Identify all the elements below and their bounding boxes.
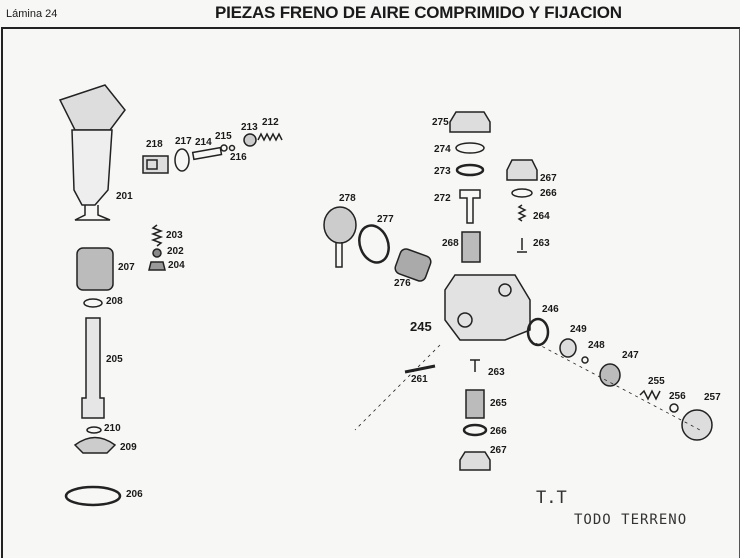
filter-276 xyxy=(394,248,432,282)
part-label: 263 xyxy=(488,367,505,378)
part-label: 209 xyxy=(120,442,137,453)
valve-263b xyxy=(470,359,480,372)
pin-214 xyxy=(191,146,223,161)
ring-274 xyxy=(455,142,485,154)
cap-257 xyxy=(681,409,713,441)
part-label: 278 xyxy=(339,193,356,204)
ring-266 xyxy=(511,188,533,198)
washer-216 xyxy=(228,144,236,152)
part-label: 274 xyxy=(434,144,451,155)
part-label: 261 xyxy=(411,374,428,385)
piston-272 xyxy=(459,189,481,224)
part-label: 205 xyxy=(106,354,123,365)
ring-246 xyxy=(526,317,550,347)
ring-273 xyxy=(455,163,485,177)
spring-264 xyxy=(517,204,527,222)
part-label: 264 xyxy=(533,211,550,222)
spring-255 xyxy=(639,389,661,401)
part-label: 276 xyxy=(394,278,411,289)
part-label: 257 xyxy=(704,392,721,403)
stamp-full: TODO TERRENO xyxy=(574,512,688,528)
oring-217 xyxy=(174,148,190,172)
part-label: 212 xyxy=(262,117,279,128)
part-label: 247 xyxy=(622,350,639,361)
part-label: 275 xyxy=(432,117,449,128)
part-label: 246 xyxy=(542,304,559,315)
part-label: 204 xyxy=(168,260,185,271)
part-label: 272 xyxy=(434,193,451,204)
valve-263 xyxy=(517,238,527,253)
washer-210 xyxy=(86,426,102,434)
part-label: 245 xyxy=(410,319,432,334)
filter-body-201 xyxy=(58,84,126,221)
part-label: 201 xyxy=(116,191,133,202)
part-label: 266 xyxy=(540,188,557,199)
part-label: 249 xyxy=(570,324,587,335)
spring-265 xyxy=(465,389,485,419)
spring-212 xyxy=(257,132,283,142)
part-label: 273 xyxy=(434,166,451,177)
part-label: 216 xyxy=(230,152,247,163)
part-label: 214 xyxy=(195,137,212,148)
plug-267b xyxy=(459,451,491,471)
part-label: 210 xyxy=(104,423,121,434)
part-label: 268 xyxy=(442,238,459,249)
part-label: 203 xyxy=(166,230,183,241)
part-label: 267 xyxy=(540,173,557,184)
part-label: 266 xyxy=(490,426,507,437)
part-label: 265 xyxy=(490,398,507,409)
part-label: 217 xyxy=(175,136,192,147)
piston-247 xyxy=(599,363,621,387)
part-label: 215 xyxy=(215,131,232,142)
wing-nut-209 xyxy=(73,436,117,454)
page-title: PIEZAS FRENO DE AIRE COMPRIMIDO Y FIJACI… xyxy=(215,3,622,22)
part-label: 263 xyxy=(533,238,550,249)
plug-267 xyxy=(506,159,538,181)
washer-215 xyxy=(220,144,228,152)
assembly-guide-lines xyxy=(354,339,701,431)
part-label: 213 xyxy=(241,122,258,133)
part-label: 206 xyxy=(126,489,143,500)
part-label: 277 xyxy=(377,214,394,225)
stamp-short: T.T xyxy=(536,488,567,508)
fitting-218 xyxy=(142,155,169,174)
part-label: 202 xyxy=(167,246,184,257)
part-label: 208 xyxy=(106,296,123,307)
valve-body-245 xyxy=(444,274,531,341)
ring-208 xyxy=(83,298,103,308)
disc-249 xyxy=(559,338,577,358)
ring-277 xyxy=(358,224,390,264)
cap-275 xyxy=(449,111,491,133)
ball-202 xyxy=(152,248,162,258)
part-label: 256 xyxy=(669,391,686,402)
screw-261 xyxy=(404,364,436,374)
washer-248 xyxy=(581,356,589,364)
gasket-206 xyxy=(64,485,122,507)
washer-256 xyxy=(669,403,679,413)
part-label: 248 xyxy=(588,340,605,351)
valve-213 xyxy=(243,133,257,147)
lever-278 xyxy=(323,206,357,268)
spring-268 xyxy=(461,231,481,263)
part-label: 207 xyxy=(118,262,135,273)
spring-203 xyxy=(150,224,164,247)
bolt-205 xyxy=(81,317,105,419)
nut-204 xyxy=(148,261,166,271)
filter-element-207 xyxy=(76,247,114,291)
part-label: 267 xyxy=(490,445,507,456)
part-label: 218 xyxy=(146,139,163,150)
part-label: 255 xyxy=(648,376,665,387)
sheet-number: Lámina 24 xyxy=(6,8,58,20)
ring-266b xyxy=(462,423,488,437)
